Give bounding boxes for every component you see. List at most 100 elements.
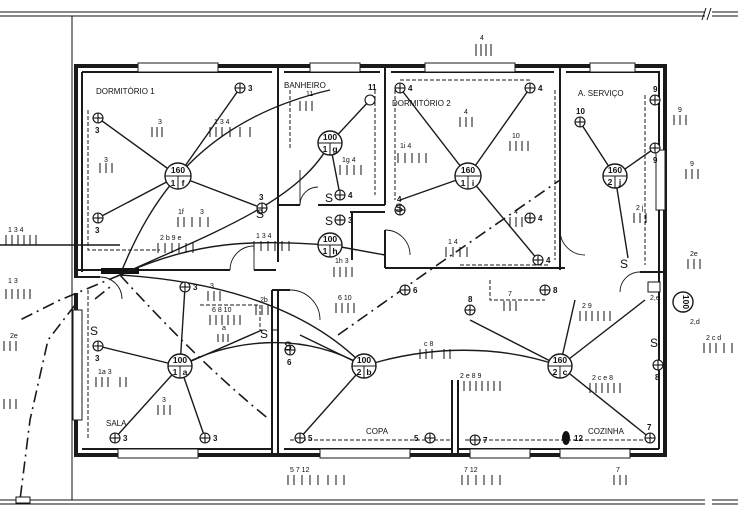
switch-d1-icon: S <box>256 207 264 221</box>
svg-text:100: 100 <box>173 355 187 365</box>
room-dormitorio-1: DORMITÓRIO 1 <box>96 87 155 96</box>
switch-cozinha-icon: S <box>650 336 658 350</box>
outlet-d1-c: 3 <box>92 212 104 235</box>
svg-text:1 3 4: 1 3 4 <box>256 233 272 240</box>
windows <box>72 62 666 459</box>
lamp-dormitorio-2: 160 1 i <box>454 162 482 190</box>
svg-text:4: 4 <box>480 35 484 42</box>
svg-text:2,e: 2,e <box>650 295 660 302</box>
outlet-cozinha-8: 8 <box>652 359 664 382</box>
switch-sala2-icon: S <box>260 327 268 341</box>
outlet-cozinha-7a: 7 <box>469 434 488 446</box>
svg-text:100: 100 <box>323 234 337 244</box>
outlet-d2-d: 4 <box>532 254 551 266</box>
svg-text:4: 4 <box>408 84 413 93</box>
outlet-cozinha-12: 12 <box>562 431 583 445</box>
svg-text:2e: 2e <box>690 251 698 258</box>
lamp-hall: 100 1 h <box>317 232 343 258</box>
svg-text:1 3 4: 1 3 4 <box>8 227 24 234</box>
switch-copa-icon: S <box>284 339 292 353</box>
svg-text:1i 4: 1i 4 <box>400 143 411 150</box>
svg-text:c: c <box>563 367 568 377</box>
svg-text:11: 11 <box>306 91 313 98</box>
svg-text:12: 12 <box>574 434 583 443</box>
svg-text:8: 8 <box>553 286 558 295</box>
svg-text:4: 4 <box>538 214 543 223</box>
svg-text:160: 160 <box>608 165 622 175</box>
svg-text:7: 7 <box>483 436 488 445</box>
svg-text:c 8: c 8 <box>424 341 433 348</box>
svg-text:2 c d: 2 c d <box>706 335 721 342</box>
svg-text:3: 3 <box>158 119 162 126</box>
svg-text:1: 1 <box>171 178 176 188</box>
outlet-sala-4: 3 <box>199 432 218 444</box>
svg-text:160: 160 <box>553 355 567 365</box>
junction-box <box>647 281 661 293</box>
svg-text:3: 3 <box>213 434 218 443</box>
outlet-copa-1: 5 <box>294 432 313 444</box>
svg-text:3: 3 <box>123 434 128 443</box>
svg-text:1f: 1f <box>178 209 184 216</box>
svg-text:f: f <box>182 178 185 188</box>
svg-text:100: 100 <box>357 355 371 365</box>
outlet-servico-9a: 9 <box>649 85 661 106</box>
room-copa: COPA <box>366 427 389 436</box>
svg-text:1 3 4: 1 3 4 <box>214 119 230 126</box>
outlet-d2-e: 4 <box>524 212 543 224</box>
outlet-banheiro-4: 4 <box>334 189 353 201</box>
svg-text:3: 3 <box>248 84 253 93</box>
svg-text:6 8 10: 6 8 10 <box>212 307 232 314</box>
svg-text:7: 7 <box>508 291 512 298</box>
svg-text:2: 2 <box>357 367 362 377</box>
svg-text:3: 3 <box>259 193 264 202</box>
svg-text:8: 8 <box>655 373 660 382</box>
svg-text:3: 3 <box>210 283 214 290</box>
svg-text:1 3: 1 3 <box>8 278 18 285</box>
svg-text:j: j <box>618 177 621 187</box>
svg-text:1: 1 <box>461 178 466 188</box>
svg-text:9: 9 <box>678 107 682 114</box>
conductor-ticks <box>3 44 733 485</box>
svg-text:9: 9 <box>690 161 694 168</box>
svg-text:4: 4 <box>397 195 402 204</box>
outlet-d1-d: 3 <box>256 193 268 214</box>
svg-text:3: 3 <box>193 283 198 292</box>
svg-text:3: 3 <box>95 226 100 235</box>
svg-text:2b: 2b <box>260 297 268 304</box>
svg-text:9: 9 <box>653 156 658 165</box>
svg-text:4: 4 <box>546 256 551 265</box>
switch-hall-icon: S <box>325 214 333 228</box>
svg-text:7: 7 <box>647 423 652 432</box>
outlet-sala-3: 3 <box>109 432 128 444</box>
outlet-d2-b: 4 <box>524 82 543 94</box>
svg-text:6: 6 <box>413 286 418 295</box>
svg-text:160: 160 <box>171 165 185 175</box>
svg-text:160: 160 <box>461 165 475 175</box>
switches: S S S S S S S S S <box>90 191 658 353</box>
site-boundary <box>0 7 738 505</box>
lamp-externa: 100 <box>672 291 694 313</box>
svg-text:1: 1 <box>173 367 178 377</box>
svg-text:a: a <box>222 325 226 332</box>
outlet-cozinha-7b: 7 <box>644 423 656 444</box>
svg-text:6: 6 <box>287 358 292 367</box>
outlet-servico-10: 10 <box>574 107 586 128</box>
room-servico: A. SERVIÇO <box>578 89 624 98</box>
outlet-d1-b: 3 <box>92 112 104 135</box>
svg-text:3: 3 <box>95 126 100 135</box>
outlet-servico-9b: 9 <box>649 142 661 165</box>
svg-text:i: i <box>472 178 474 188</box>
outlet-d2-a: 4 <box>394 82 413 94</box>
svg-text:1h 3: 1h 3 <box>335 258 349 265</box>
svg-text:3: 3 <box>104 157 108 164</box>
switch-d2-icon: S <box>395 201 403 215</box>
switch-sala-icon: S <box>90 324 98 338</box>
outlet-sala-1: 3 <box>179 281 198 293</box>
svg-text:h: h <box>332 246 337 256</box>
svg-text:2 9: 2 9 <box>582 303 592 310</box>
svg-text:5 7 12: 5 7 12 <box>290 467 310 474</box>
lamp-area-servico: 160 2 j <box>602 163 628 189</box>
svg-text:7: 7 <box>616 467 620 474</box>
svg-text:1: 1 <box>323 246 328 256</box>
